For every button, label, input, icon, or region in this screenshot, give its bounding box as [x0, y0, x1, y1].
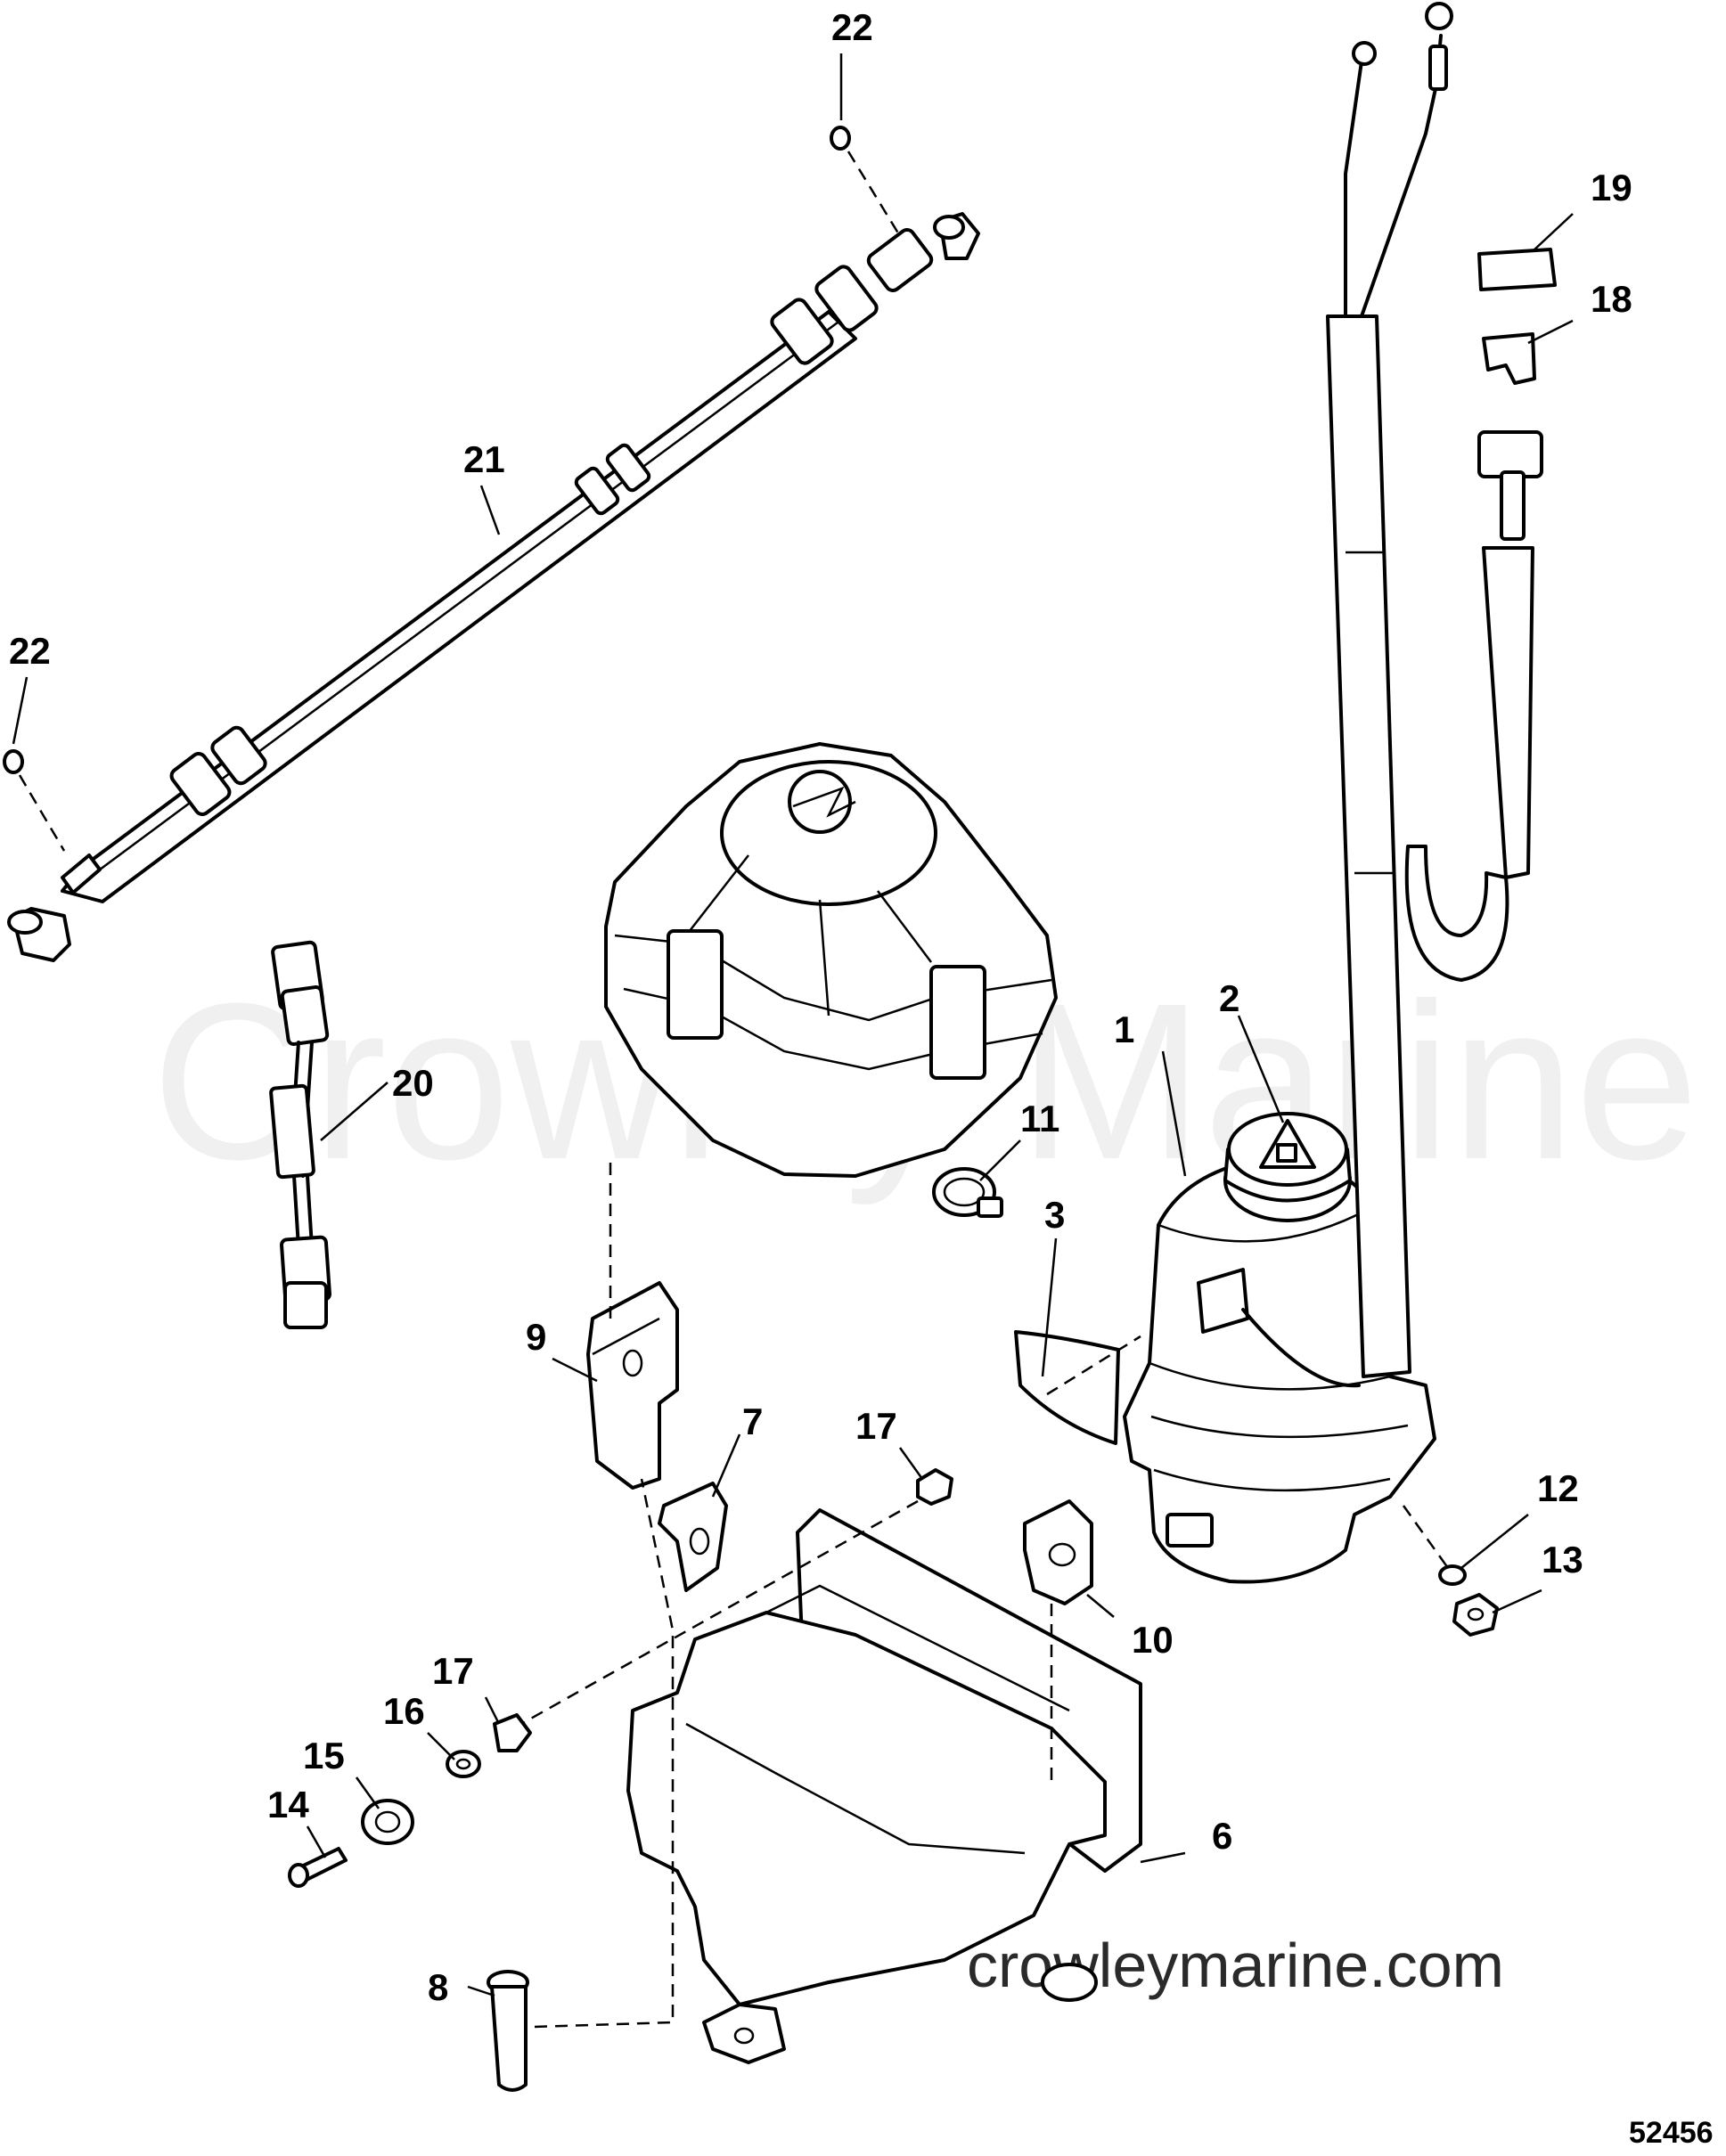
callout-9: 9	[526, 1316, 546, 1358]
part-17-bolt-upper	[520, 1468, 953, 1726]
callout-8: 8	[428, 1966, 448, 2008]
callout-2: 2	[1219, 977, 1239, 1019]
callout-16: 16	[383, 1690, 425, 1732]
callout-22-left: 22	[9, 630, 51, 672]
part-10-grommet	[1023, 1499, 1093, 1605]
callout-19: 19	[1591, 167, 1632, 208]
callout-13: 13	[1542, 1539, 1583, 1580]
part-17-bolt-lower	[493, 1713, 532, 1752]
part-9-bracket	[586, 1158, 679, 1490]
side-harness	[1404, 430, 1543, 982]
part-14-screw	[288, 1847, 348, 1888]
callout-17-lower: 17	[432, 1650, 474, 1692]
callout-22-top: 22	[831, 6, 873, 48]
part-11-clamp	[932, 1167, 1003, 1218]
part-3-label	[1014, 1330, 1141, 1445]
part-16-washer	[446, 1750, 481, 1778]
figure-number: 52456	[1629, 2116, 1714, 2150]
part-21-cable	[61, 227, 934, 903]
part-12-washer	[1402, 1505, 1467, 1586]
callouts: 22 22 21 20 1 2 3 11 6 7 9 17 10 12 13 1…	[9, 6, 1632, 2008]
part-2-fill-cap	[1223, 1112, 1352, 1222]
part-15-grommet	[361, 1799, 414, 1845]
callout-21: 21	[463, 438, 505, 480]
reservoir-cover	[604, 742, 1058, 1178]
part-8-pin	[487, 1478, 1053, 2092]
callout-10: 10	[1132, 1619, 1174, 1661]
part-7-grommet	[658, 1482, 728, 1592]
part-22-oring-left	[3, 749, 66, 852]
part-19-fuse-cover	[1477, 248, 1557, 291]
part-1-pump-assembly	[1123, 1156, 1436, 1584]
callout-11: 11	[1020, 1098, 1059, 1139]
callout-14: 14	[267, 1784, 309, 1825]
callout-6: 6	[1212, 1815, 1232, 1857]
leader-lines	[12, 53, 1574, 1997]
part-13-nut	[1452, 1593, 1499, 1637]
callout-3: 3	[1044, 1194, 1065, 1236]
main-wiring-harness	[1326, 2, 1453, 1378]
end-cap-right	[933, 212, 980, 260]
part-20-harness	[269, 940, 331, 1329]
callout-7: 7	[742, 1401, 763, 1442]
callout-12: 12	[1537, 1467, 1579, 1509]
part-18-fuse	[1482, 332, 1536, 385]
part-6-housing	[626, 1508, 1142, 2064]
callout-1: 1	[1114, 1009, 1134, 1050]
callout-18: 18	[1591, 278, 1632, 320]
callout-17-upper: 17	[855, 1405, 897, 1447]
part-22-oring-top	[830, 126, 902, 237]
callout-15: 15	[303, 1735, 345, 1776]
end-cap-left	[7, 907, 71, 962]
callout-20: 20	[392, 1062, 434, 1104]
